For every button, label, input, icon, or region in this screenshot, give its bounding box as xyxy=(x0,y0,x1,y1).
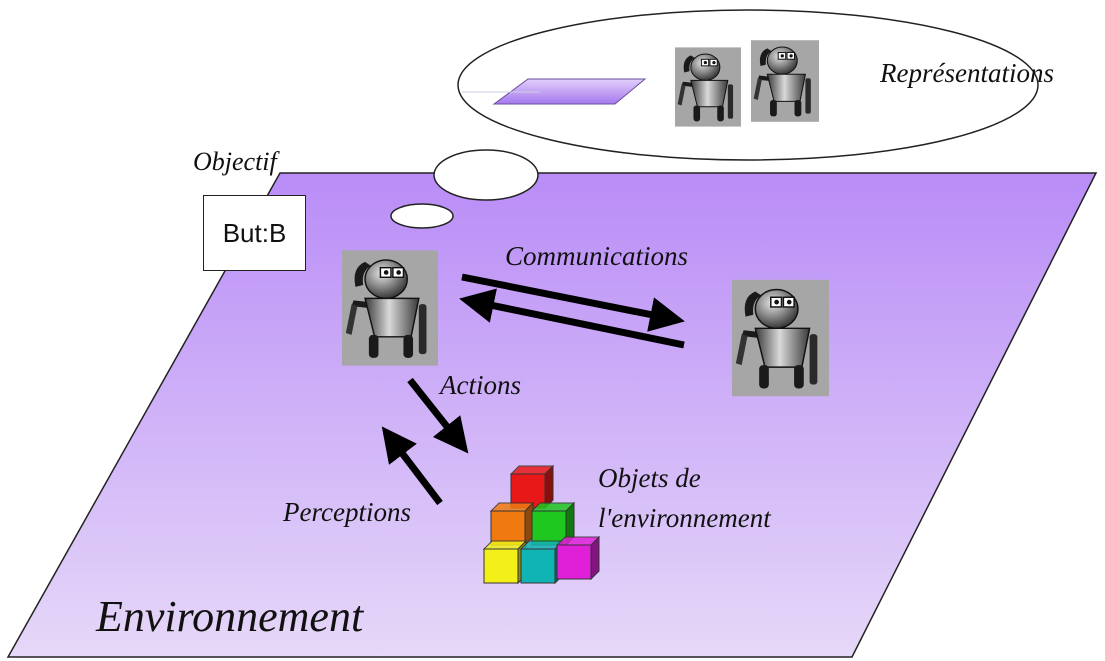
thought-bubble-icon xyxy=(433,149,539,201)
communications-label: Communications xyxy=(505,241,689,271)
communication-arrow-right xyxy=(461,273,685,332)
cube-red xyxy=(509,464,555,510)
goal-box: But:B xyxy=(203,195,306,271)
cube-green xyxy=(530,501,576,547)
robot-agent-icon xyxy=(675,46,741,128)
perceptions-label: Perceptions xyxy=(283,497,411,527)
robot-agent-icon xyxy=(751,39,819,123)
goal-text: But:B xyxy=(222,218,287,248)
cube-magenta xyxy=(555,535,601,581)
thought-bubble-icon xyxy=(390,203,454,229)
communication-arrow-left xyxy=(459,288,685,349)
representations-bubble xyxy=(457,9,1039,161)
cube-pyramid xyxy=(482,464,601,585)
environment-label: Environnement xyxy=(96,592,364,641)
robot-agent-icon xyxy=(732,279,829,397)
cube-orange xyxy=(489,501,535,547)
cube-yellow xyxy=(482,539,528,585)
objective-label: Objectif xyxy=(193,147,277,176)
objects-label-line2: l'environnement xyxy=(598,503,771,533)
perception-arrow xyxy=(381,426,443,506)
robot-agent-icon xyxy=(342,249,438,367)
objects-label-line1: Objets de xyxy=(598,463,701,493)
mini-environment-plane xyxy=(492,78,647,105)
action-arrow xyxy=(407,377,469,454)
actions-label: Actions xyxy=(440,370,521,400)
representations-label: Représentations xyxy=(880,58,1054,88)
